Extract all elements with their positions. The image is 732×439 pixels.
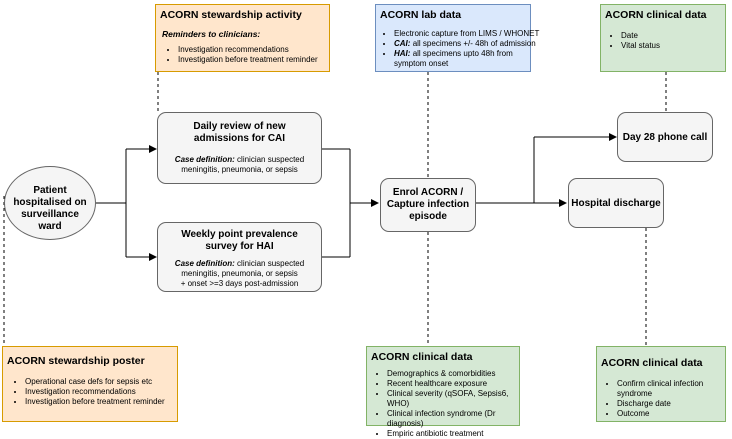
clinical-data-mid-title: ACORN clinical data [371,351,473,363]
list-item: Investigation recommendations [25,387,165,397]
stewardship-poster-list: Operational case defs for sepsis etc Inv… [7,377,165,407]
cai-text: all specimens +/- 48h of admission [412,39,536,48]
discharge-label: Hospital discharge [571,198,661,209]
daily-review-node: Daily review of new admissions for CAI C… [157,112,322,184]
case-def-label: Case definition: [174,155,235,164]
stewardship-poster-note: ACORN stewardship poster Operational cas… [2,346,178,422]
stewardship-activity-note: ACORN stewardship activity Reminders to … [155,4,330,72]
patient-node: Patient hospitalised on surveillance war… [4,166,96,240]
enrol-label: Enrol ACORN / Capture infection episode [386,187,470,222]
weekly-survey-title: Weekly point prevalence survey for HAI [181,229,298,252]
hai-text: all specimens upto 48h from symptom onse… [394,49,513,68]
case-def-text: clinician suspected meningitis, pneumoni… [181,259,305,278]
list-item: Demographics & comorbidities [387,369,519,379]
list-item: Investigation recommendations [178,45,318,55]
lab-data-title: ACORN lab data [380,9,462,21]
case-def-label: Case definition: [174,259,235,268]
connector-lines [3,72,667,346]
list-item: CAI: all specimens +/- 48h of admission [394,39,544,49]
stewardship-poster-title: ACORN stewardship poster [7,355,145,367]
list-item: Date [621,31,660,41]
clinical-data-mid-note: ACORN clinical data Demographics & comor… [366,346,520,438]
patient-label: Patient hospitalised on surveillance war… [13,185,87,232]
list-item: Discharge date [617,399,725,409]
weekly-survey-definition: Case definition: clinician suspected men… [158,259,321,289]
lab-data-note: ACORN lab data Electronic capture from L… [375,4,539,72]
stewardship-activity-list: Investigation recommendations Investigat… [160,45,318,65]
list-item: Empiric antibiotic treatment [387,429,519,439]
day28-label: Day 28 phone call [622,132,708,143]
list-item: Confirm clinical infection syndrome [617,379,725,399]
list-item: Clinical severity (qSOFA, Sepsis6, WHO) [387,389,519,409]
list-item: Operational case defs for sepsis etc [25,377,165,387]
list-item: Investigation before treatment reminder [178,55,318,65]
list-item: HAI: all specimens upto 48h from symptom… [394,49,544,69]
enrol-node: Enrol ACORN / Capture infection episode [380,178,476,232]
list-item: Outcome [617,409,725,419]
list-item: Investigation before treatment reminder [25,397,165,407]
weekly-survey-node: Weekly point prevalence survey for HAI C… [157,222,322,292]
clinical-data-right-note: ACORN clinical data Confirm clinical inf… [596,346,726,422]
lab-data-list: Electronic capture from LIMS / WHONET CA… [376,29,544,69]
case-def-extra: + onset >=3 days post-admission [180,279,299,288]
clinical-data-top-list: Date Vital status [603,31,660,51]
clinical-data-top-title: ACORN clinical data [605,9,707,21]
case-def-text: clinician suspected meningitis, pneumoni… [181,155,305,174]
daily-review-title: Daily review of new admissions for CAI [193,121,286,144]
day28-node: Day 28 phone call [617,112,713,162]
clinical-data-right-title: ACORN clinical data [601,357,703,369]
list-item: Vital status [621,41,660,51]
list-item: Clinical infection syndrome (Dr diagnosi… [387,409,519,429]
cai-label: CAI: [394,39,411,48]
hai-label: HAI: [394,49,411,58]
list-item: Electronic capture from LIMS / WHONET [394,29,544,39]
stewardship-activity-title: ACORN stewardship activity [160,9,302,21]
daily-review-definition: Case definition: clinician suspected men… [158,155,321,175]
clinical-data-right-list: Confirm clinical infection syndrome Disc… [599,379,725,419]
stewardship-activity-subtitle: Reminders to clinicians: [162,29,261,39]
discharge-node: Hospital discharge [568,178,664,228]
lab-line1: Electronic capture from LIMS / WHONET [394,29,540,38]
list-item: Recent healthcare exposure [387,379,519,389]
clinical-data-top-note: ACORN clinical data Date Vital status [600,4,726,72]
